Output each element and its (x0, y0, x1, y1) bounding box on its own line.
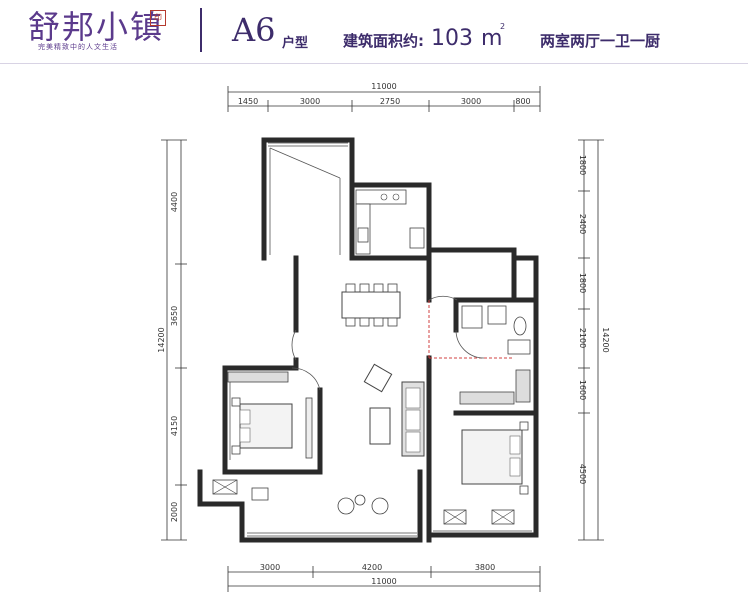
dining-table (341, 283, 401, 327)
balcony-lines (269, 147, 341, 255)
bottom-dimension-3: 3800 (475, 563, 495, 572)
coffee-table (369, 407, 391, 445)
seal-icon: 印 (150, 10, 166, 26)
right-window-units (443, 509, 515, 525)
area-unit: m (481, 26, 503, 51)
bottom-total-dimension: 11000 (371, 577, 396, 586)
unit-code: A6 (232, 11, 276, 49)
header: 舒邦小镇 印 完美精致中的人文生活 A6 户型 建筑面积约: 103 m 2 两… (0, 0, 748, 62)
left-dimension-2: 3650 (170, 306, 179, 326)
top-total-dimension: 11000 (371, 82, 396, 91)
left-dimension-1: 4400 (170, 192, 179, 212)
kitchen-fixtures (355, 189, 425, 255)
left-dimension-3: 4150 (170, 416, 179, 436)
left-total-dimension: 14200 (157, 327, 166, 352)
armchair (363, 363, 393, 393)
brand-tagline: 完美精致中的人文生活 (38, 43, 118, 51)
tv-cabinet (305, 397, 313, 459)
right-closet (515, 369, 531, 403)
left-dimension-4: 2000 (170, 502, 179, 522)
bottom-dimension-1: 3000 (260, 563, 280, 572)
top-dimension-3: 2750 (380, 97, 400, 106)
header-divider (200, 8, 202, 52)
right-dimension-6: 4500 (578, 464, 587, 484)
top-dimension-5: 800 (515, 97, 530, 106)
unit-suffix: 户型 (282, 36, 309, 51)
right-dimension-2: 2400 (578, 214, 587, 234)
walls (197, 137, 539, 543)
left-bedroom-bed (231, 397, 293, 455)
top-dimension-4: 3000 (461, 97, 481, 106)
windows (229, 142, 532, 537)
top-dimension-1: 1450 (238, 97, 258, 106)
right-wardrobe (459, 391, 515, 405)
right-dimension-3: 1800 (578, 273, 587, 293)
brand-logo: 舒邦小镇 (28, 8, 165, 46)
balcony-furniture (212, 479, 389, 515)
bathroom-fixtures (461, 305, 531, 355)
top-dimension-2: 3000 (300, 97, 320, 106)
right-dimension-1: 1800 (578, 155, 587, 175)
right-bedroom-bed (461, 421, 529, 495)
header-rule (0, 63, 748, 64)
sofa (401, 381, 425, 457)
bottom-dimension-2: 4200 (362, 563, 382, 572)
right-total-dimension: 14200 (601, 327, 610, 352)
area-value: 103 (431, 26, 473, 51)
right-dimension-4: 2100 (578, 328, 587, 348)
layout-description: 两室两厅一卫一厨 (540, 32, 661, 50)
area-label: 建筑面积约: (343, 32, 424, 50)
door-swings (291, 295, 485, 391)
left-wardrobe (227, 371, 289, 383)
partition-lines (428, 300, 514, 359)
dimension-lines (161, 86, 604, 592)
right-dimension-5: 1600 (578, 380, 587, 400)
area-unit-sup: 2 (500, 22, 506, 31)
